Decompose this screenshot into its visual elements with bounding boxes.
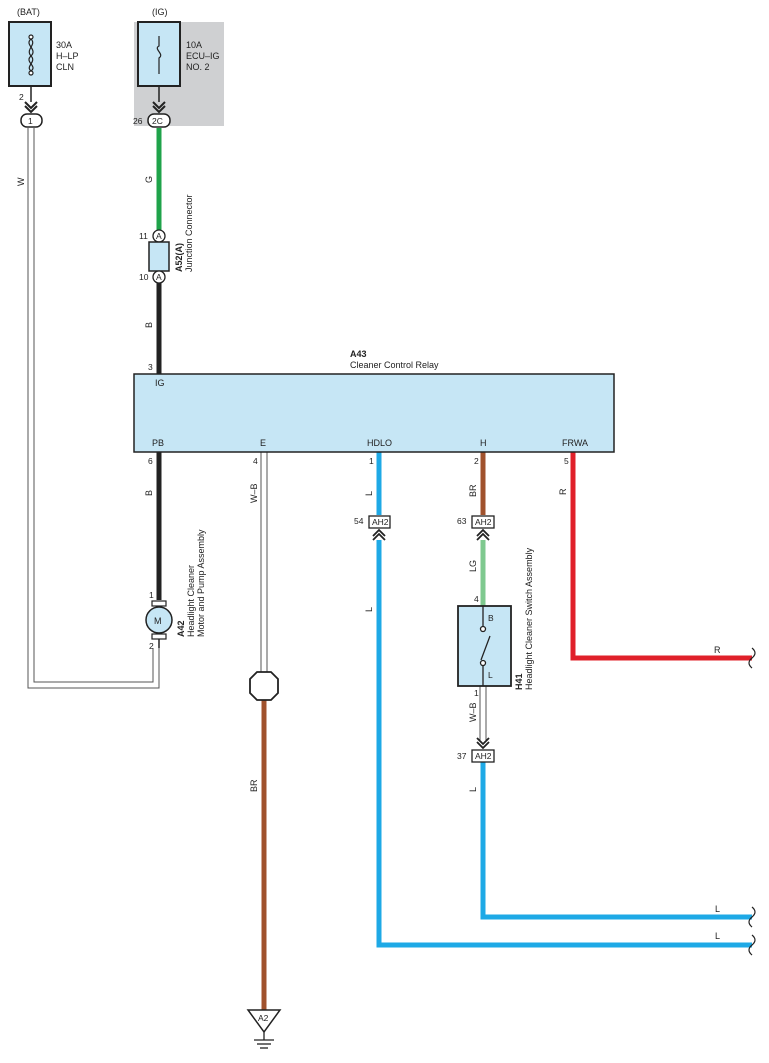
label-l3: L xyxy=(468,787,478,792)
label-l-right1: L xyxy=(715,904,720,914)
relay-terminal-hdlo: HDLO xyxy=(367,438,392,448)
junction-box xyxy=(148,241,170,272)
switch-pin-bottom: 1 xyxy=(474,688,479,698)
junction-pin-bottom-letter: A xyxy=(156,272,162,282)
motor-symbol: M xyxy=(154,616,162,626)
label-lg: LG xyxy=(468,560,478,572)
junction-pin-bottom xyxy=(152,270,166,284)
switch-contact-icon xyxy=(479,606,491,686)
svg-text:54: 54 xyxy=(354,516,364,526)
connector-ah2-54: 54 AH2 xyxy=(354,515,391,541)
relay-pin-h: 2 xyxy=(474,456,479,466)
relay-pin-e: 4 xyxy=(253,456,258,466)
wire-l-hdlo-lower xyxy=(376,540,752,948)
label-r1: R xyxy=(558,488,568,495)
ig-fuse-name2: NO. 2 xyxy=(186,62,210,72)
junction-name: Junction Connector xyxy=(184,194,194,272)
motor-name-line2: Motor and Pump Assembly xyxy=(196,529,206,637)
wire-r-frwa xyxy=(570,452,752,661)
label-b1: B xyxy=(144,322,154,328)
switch-contact-l: L xyxy=(488,670,493,680)
svg-text:37: 37 xyxy=(457,751,467,761)
motor-cap-top xyxy=(151,600,167,607)
label-l2: L xyxy=(364,607,374,612)
ig-fuse-box xyxy=(137,21,181,87)
relay-top-label: IG xyxy=(155,378,165,388)
junction-pin-top-letter: A xyxy=(156,231,162,241)
connector-ah2-63: 63 AH2 xyxy=(457,515,495,541)
label-br1: BR xyxy=(468,484,478,497)
wire-break-symbols xyxy=(748,647,756,956)
bat-fuse-name2: CLN xyxy=(56,62,74,72)
bat-pin: 2 xyxy=(19,92,24,102)
motor-pin-bottom: 2 xyxy=(149,641,154,651)
switch-name: Headlight Cleaner Switch Assembly xyxy=(524,547,534,690)
relay-terminal-h: H xyxy=(480,438,487,448)
relay-name: Cleaner Control Relay xyxy=(350,360,439,370)
ig-arrow-icon xyxy=(152,101,166,114)
motor-icon xyxy=(145,606,173,634)
relay-pin-frwa: 5 xyxy=(564,456,569,466)
switch-pin-top: 4 xyxy=(474,594,479,604)
svg-text:63: 63 xyxy=(457,516,467,526)
bat-fuse-name: H–LP xyxy=(56,51,79,61)
switch-box xyxy=(457,605,512,687)
wire-l-switch xyxy=(480,762,752,920)
label-wb1: W–B xyxy=(249,483,259,503)
relay-box xyxy=(133,373,615,453)
bat-label: (BAT) xyxy=(17,7,40,17)
ig-connector xyxy=(147,113,171,128)
label-g: G xyxy=(144,176,154,183)
ig-label: (IG) xyxy=(152,7,168,17)
junction-code: A52(A) xyxy=(174,243,184,272)
relay-pin-hdlo: 1 xyxy=(369,456,374,466)
motor-code: A42 xyxy=(176,620,186,637)
label-br2: BR xyxy=(249,779,259,792)
svg-text:AH2: AH2 xyxy=(372,517,389,527)
relay-top-pin: 3 xyxy=(148,362,153,372)
ig-connector-label: 2C xyxy=(152,116,163,126)
wire-w xyxy=(27,128,160,689)
relay-pin-pb: 6 xyxy=(148,456,153,466)
bat-fuse-rating: 30A xyxy=(56,40,72,50)
ground-label: A2 xyxy=(258,1013,269,1023)
bat-connector xyxy=(20,113,43,128)
relay-terminal-pb: PB xyxy=(152,438,164,448)
switch-code: H41 xyxy=(514,673,524,690)
switch-contact-b: B xyxy=(488,613,494,623)
relay-terminal-frwa: FRWA xyxy=(562,438,588,448)
ground-triangle xyxy=(246,1009,282,1034)
junction-pin-top-num: 11 xyxy=(139,231,148,241)
motor-pin-top: 1 xyxy=(149,590,154,600)
motor-name-line1: Headlight Cleaner xyxy=(186,565,196,637)
label-w: W xyxy=(16,177,26,186)
ig-fuse-icon xyxy=(156,36,162,74)
ig-fuse-rating: 10A xyxy=(186,40,202,50)
bat-connector-label: 1 xyxy=(28,116,33,126)
ig-pin: 26 xyxy=(133,116,143,126)
label-l1: L xyxy=(364,491,374,496)
label-wb2: W–B xyxy=(468,702,478,722)
motor-cap-bottom xyxy=(151,633,167,640)
bat-arrow-icon xyxy=(24,101,38,114)
splice-octagon xyxy=(249,671,279,701)
label-b2: B xyxy=(144,490,154,496)
relay-code: A43 xyxy=(350,349,367,359)
svg-text:AH2: AH2 xyxy=(475,751,492,761)
relay-terminal-e: E xyxy=(260,438,266,448)
label-r-right: R xyxy=(714,645,721,655)
junction-pin-bottom-num: 10 xyxy=(139,272,149,282)
bat-fuse-icon xyxy=(28,34,34,76)
ground-icon xyxy=(254,1032,274,1049)
connector-ah2-37: 37 AH2 xyxy=(457,737,495,763)
svg-text:AH2: AH2 xyxy=(475,517,492,527)
label-l-right2: L xyxy=(715,931,720,941)
ig-fuse-name: ECU–IG xyxy=(186,51,220,61)
